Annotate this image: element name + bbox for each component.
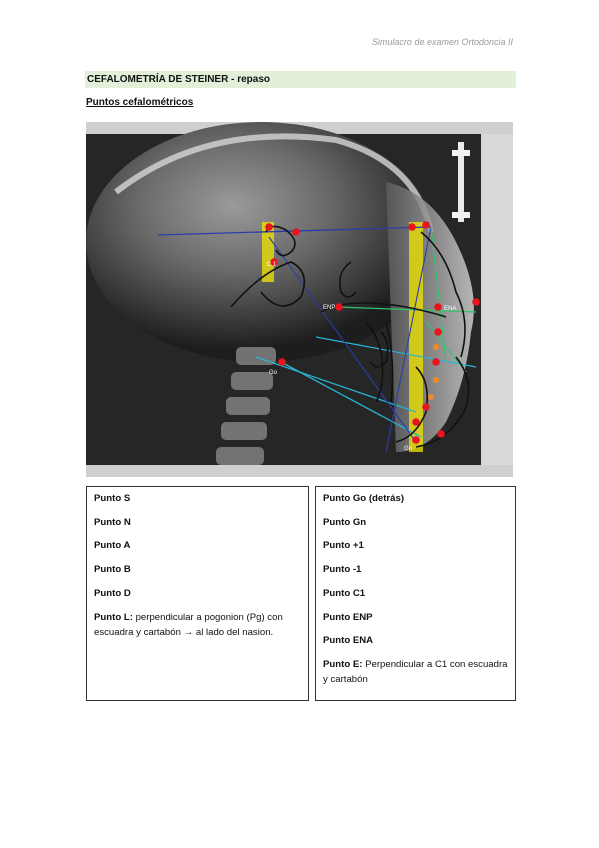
frankfort-line bbox=[315, 336, 477, 368]
incisor-line bbox=[425, 321, 467, 373]
list-item: Punto B bbox=[94, 564, 131, 576]
list-item: Punto Go (detrás) bbox=[323, 493, 405, 504]
label-go: Go bbox=[269, 370, 278, 376]
list-item: Punto C1 bbox=[323, 587, 366, 599]
cephalometric-radiograph: C 1 ENP ENA Go Gn bbox=[86, 122, 513, 477]
n-line bbox=[385, 226, 432, 453]
list-item: Punto -1 bbox=[323, 564, 362, 576]
list-item: Punto S bbox=[94, 493, 131, 504]
yellow-band-nasion bbox=[409, 222, 423, 452]
label-gn: Gn bbox=[404, 446, 412, 452]
cervical-spine bbox=[216, 347, 276, 465]
points-list-right: Punto Go (detrás) Punto Gn Punto +1 Punt… bbox=[315, 486, 516, 701]
page-title: CEFALOMETRÍA DE STEINER - repaso bbox=[85, 71, 516, 88]
list-item: Punto D bbox=[94, 587, 131, 599]
yellow-band-sella bbox=[262, 222, 274, 282]
list-item: Punto A bbox=[94, 540, 131, 552]
list-item: Punto ENA bbox=[323, 635, 374, 647]
landmark-points bbox=[265, 221, 480, 444]
occlusal-plane bbox=[255, 356, 417, 413]
list-item: Punto L: perpendicular a pogonion (Pg) c… bbox=[94, 611, 283, 639]
points-list-left: Punto S Punto N Punto A Punto B Punto D … bbox=[86, 486, 309, 701]
landmark-secondary bbox=[428, 344, 439, 400]
header-note: Simulacro de examen Ortodoncia II bbox=[371, 37, 513, 47]
s-gn-line bbox=[268, 236, 417, 443]
palatal-plane bbox=[335, 306, 477, 313]
list-item: Punto +1 bbox=[323, 540, 364, 552]
skull-shape bbox=[86, 122, 436, 362]
label-ena: ENA bbox=[444, 306, 456, 312]
mandibular-plane bbox=[280, 361, 422, 438]
section-heading: Puntos cefalométricos bbox=[86, 97, 194, 108]
label-c1: C 1 bbox=[267, 262, 277, 268]
list-item: Punto ENP bbox=[323, 611, 373, 623]
list-item: Punto N bbox=[94, 516, 131, 528]
list-item: Punto E: Perpendicular a C1 con escuadra… bbox=[323, 659, 508, 686]
list-item: Punto Gn bbox=[323, 516, 367, 528]
na-line bbox=[430, 226, 447, 363]
label-enp: ENP bbox=[323, 305, 335, 311]
nasion-relator-ruler bbox=[452, 142, 470, 222]
